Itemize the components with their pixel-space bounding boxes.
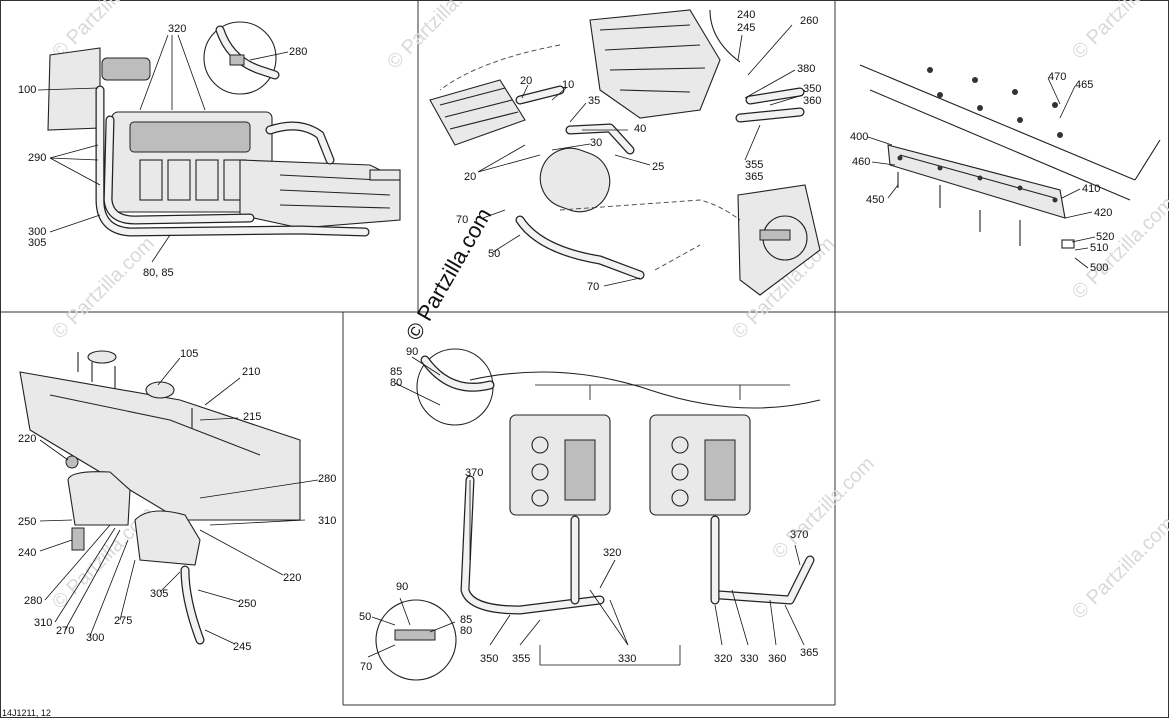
callout-500: 500 <box>1090 262 1108 274</box>
callout-305: 305 <box>150 588 168 600</box>
callout-310: 310 <box>34 617 52 629</box>
callout-20: 20 <box>520 75 532 87</box>
callout-80: 80 <box>390 377 402 389</box>
callout-420: 420 <box>1094 207 1112 219</box>
callout-365: 365 <box>800 647 818 659</box>
callout-280: 280 <box>289 46 307 58</box>
watermark-text: © Partzilla.com <box>1068 513 1169 624</box>
watermark-text-large: © Partzilla.com <box>401 204 497 345</box>
callout-215: 215 <box>243 411 261 423</box>
callout-520: 520 <box>1096 231 1114 243</box>
callout-320: 320 <box>168 23 186 35</box>
callout-80-85: 80, 85 <box>143 267 174 279</box>
callout-50: 50 <box>359 611 371 623</box>
callout-210: 210 <box>242 366 260 378</box>
callout-20: 20 <box>464 171 476 183</box>
callout-380: 380 <box>797 63 815 75</box>
callout-50: 50 <box>488 248 500 260</box>
callout-360: 360 <box>803 95 821 107</box>
callout-355: 355 <box>512 653 530 665</box>
callout-40: 40 <box>634 123 646 135</box>
callout-370: 370 <box>465 467 483 479</box>
callout-350: 350 <box>480 653 498 665</box>
callout-70: 70 <box>587 281 599 293</box>
callout-90: 90 <box>406 346 418 358</box>
callout-240: 240 <box>737 9 755 21</box>
callout-70: 70 <box>360 661 372 673</box>
callout-85: 85 <box>390 366 402 378</box>
callout-90: 90 <box>396 581 408 593</box>
watermark-text: © Partzilla.com <box>1068 0 1169 64</box>
callout-250: 250 <box>238 598 256 610</box>
callout-220: 220 <box>18 433 36 445</box>
callout-250: 250 <box>18 516 36 528</box>
intake-hose-assembly <box>429 9 821 296</box>
callout-510: 510 <box>1090 242 1108 254</box>
engine-cooling-assembly <box>37 21 401 263</box>
callout-240: 240 <box>18 547 36 559</box>
hose-routing-assembly <box>367 348 821 681</box>
callout-10: 10 <box>562 79 574 91</box>
watermark-text: © Partzilla.com <box>383 0 494 74</box>
callout-105: 105 <box>180 348 198 360</box>
callout-400: 400 <box>850 131 868 143</box>
callout-320: 320 <box>714 653 732 665</box>
callout-85: 85 <box>460 614 472 626</box>
callout-470: 470 <box>1048 71 1066 83</box>
callout-70: 70 <box>456 214 468 226</box>
callout-410: 410 <box>1082 183 1100 195</box>
callout-350: 350 <box>803 83 821 95</box>
callout-360: 360 <box>768 653 786 665</box>
callout-365: 365 <box>745 171 763 183</box>
ride-plate-assembly <box>859 64 1161 269</box>
callout-270: 270 <box>56 625 74 637</box>
watermark-text: © Partzilla.com <box>48 233 159 344</box>
callout-300: 300 <box>86 632 104 644</box>
watermark-text: © Partzilla.com <box>768 453 879 564</box>
callout-370: 370 <box>790 529 808 541</box>
callout-330: 330 <box>618 653 636 665</box>
callout-320: 320 <box>603 547 621 559</box>
callout-300: 300 <box>28 226 46 238</box>
callout-280: 280 <box>24 595 42 607</box>
callout-35: 35 <box>588 95 600 107</box>
callout-450: 450 <box>866 194 884 206</box>
watermark-text: © Partzilla.com <box>1068 193 1169 304</box>
callout-330: 330 <box>740 653 758 665</box>
callout-245: 245 <box>737 22 755 34</box>
callout-25: 25 <box>652 161 664 173</box>
callout-260: 260 <box>800 15 818 27</box>
callout-275: 275 <box>114 615 132 627</box>
callout-460: 460 <box>852 156 870 168</box>
callout-280: 280 <box>318 473 336 485</box>
callout-30: 30 <box>590 137 602 149</box>
callout-100: 100 <box>18 84 36 96</box>
callout-220: 220 <box>283 572 301 584</box>
callout-305: 305 <box>28 237 46 249</box>
callout-310: 310 <box>318 515 336 527</box>
callout-355: 355 <box>745 159 763 171</box>
callout-290: 290 <box>28 152 46 164</box>
callout-245: 245 <box>233 641 251 653</box>
drawing-reference-code: 14J1211, 12 <box>2 708 51 718</box>
callout-80: 80 <box>460 625 472 637</box>
coolant-tank-assembly <box>19 350 319 645</box>
callout-465: 465 <box>1075 79 1093 91</box>
